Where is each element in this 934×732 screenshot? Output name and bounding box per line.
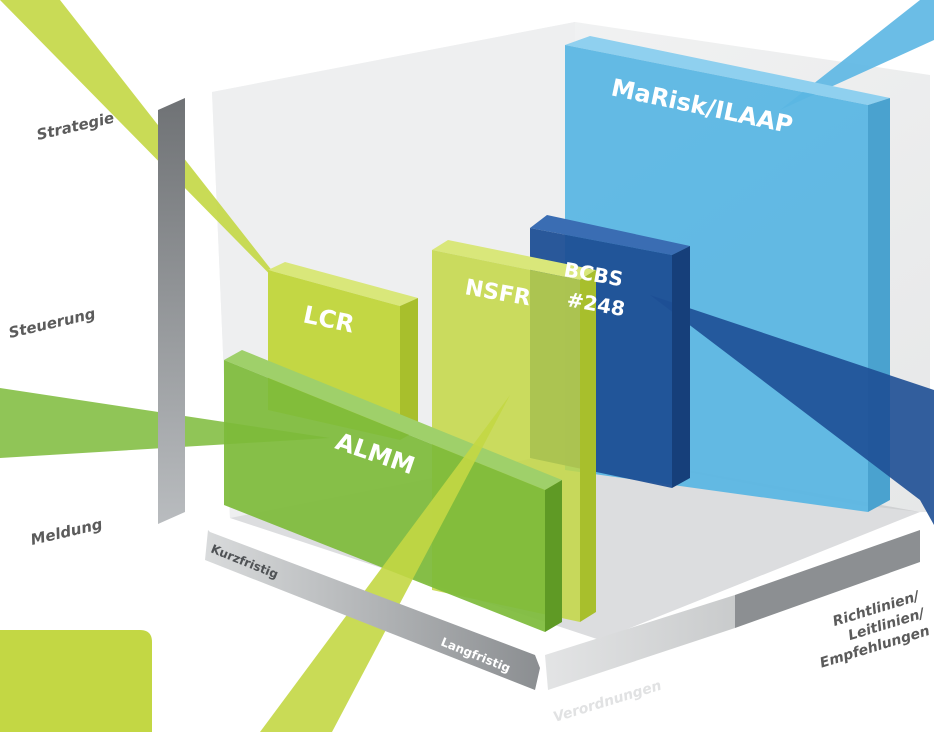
depth-axis-left — [545, 595, 735, 690]
beam-lcr — [0, 0, 295, 300]
beam-marisk — [780, 0, 934, 110]
axis-label-richtlinien: Richtlinien/ Leitlinien/ Empfehlungen — [818, 588, 932, 672]
corner-highlight-box — [0, 630, 152, 732]
depth-axis-right — [735, 530, 920, 628]
axis-label-strategie: Strategie — [35, 109, 116, 144]
beam-bcbs — [650, 295, 934, 525]
horizontal-axis-arrow — [205, 530, 540, 690]
axis-label-steuerung: Steuerung — [7, 304, 98, 342]
axis-label-verordnungen: Verordnungen — [551, 678, 663, 726]
axis-label-meldung: Meldung — [29, 515, 105, 549]
vertical-axis-bar — [158, 98, 185, 524]
beam-nsfr — [260, 395, 510, 732]
